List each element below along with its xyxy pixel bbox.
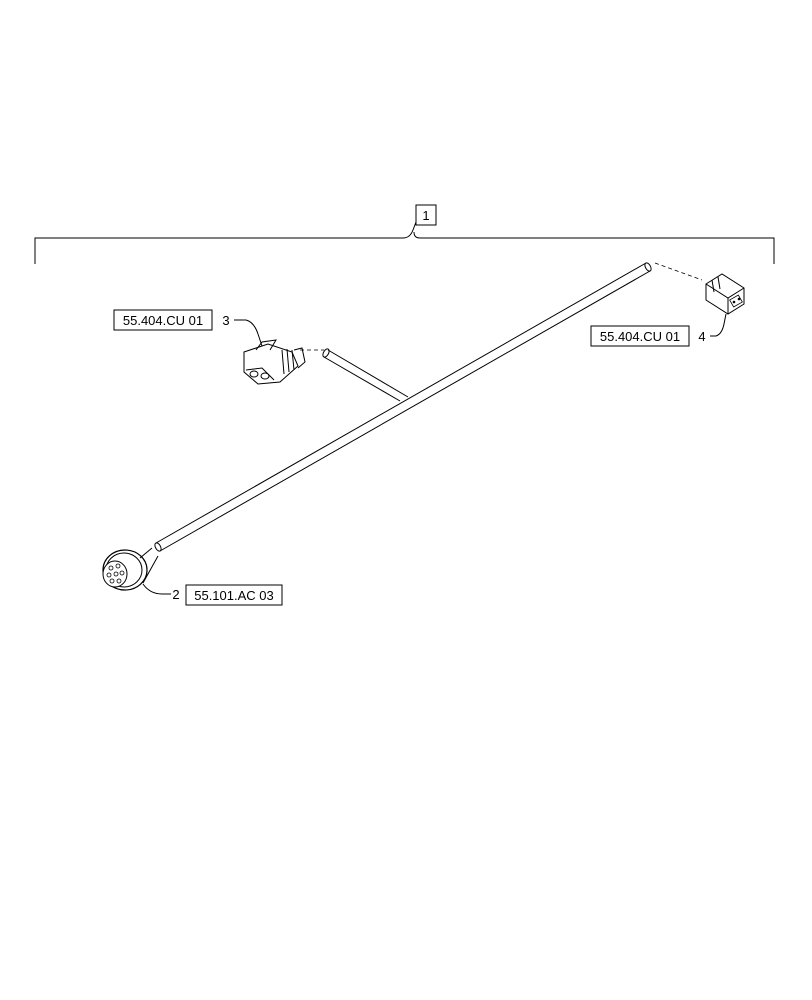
callout-item-2-number: 2 (172, 587, 179, 602)
callout-item-4-number: 4 (698, 329, 705, 344)
callout-item-2-reference: 55.101.AC 03 (194, 588, 274, 603)
callout-item-3[interactable]: 55.404.CU 01 3 (113, 309, 263, 347)
dashed-link-connector-4 (654, 262, 703, 281)
round-connector-icon[interactable] (102, 547, 159, 591)
assembly-bracket (34, 221, 775, 264)
two-pin-connector-icon[interactable] (243, 339, 306, 385)
callout-item-3-number: 3 (222, 313, 229, 328)
callout-item-2[interactable]: 2 55.101.AC 03 (142, 583, 283, 606)
rectangular-connector-icon[interactable] (705, 273, 745, 315)
callout-item-4-reference: 55.404.CU 01 (600, 329, 680, 344)
harness-trunk (154, 262, 652, 552)
callout-item-3-reference: 55.404.CU 01 (123, 313, 203, 328)
callout-item-1[interactable]: 1 (415, 204, 437, 226)
callout-item-4[interactable]: 55.404.CU 01 4 (590, 313, 727, 347)
callout-item-1-number: 1 (422, 208, 429, 223)
harness-branch (322, 348, 409, 402)
